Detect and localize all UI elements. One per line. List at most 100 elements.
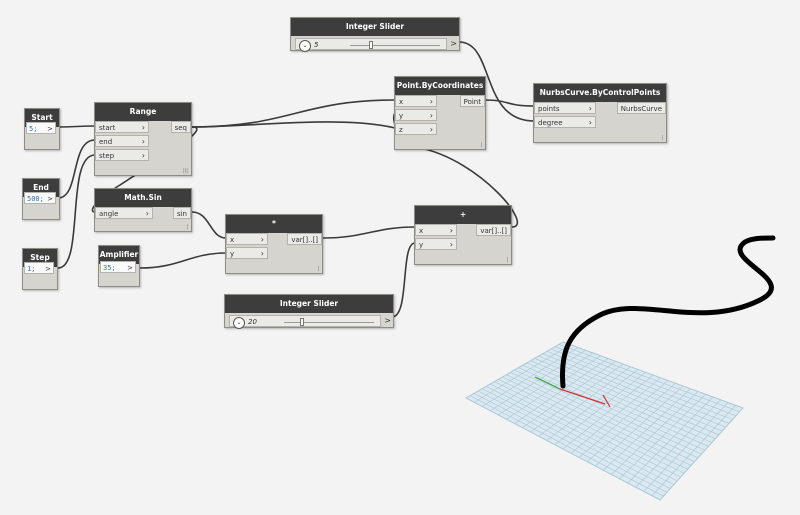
output-port[interactable]: var[]..[] [476, 224, 511, 236]
port-label: x [419, 227, 424, 235]
integer-slider-node[interactable]: Integer Slider ⌄ 5 > [290, 17, 460, 52]
chevron-right-icon: › [141, 137, 145, 146]
start-node[interactable]: Start 5; > [24, 108, 60, 150]
lacing-indicator: ||| [182, 168, 188, 174]
lacing-indicator: | [480, 142, 482, 148]
input-port-points[interactable]: points› [534, 102, 596, 114]
input-port-angle[interactable]: angle › [95, 207, 153, 219]
grid-line [477, 390, 671, 489]
input-port-y[interactable]: y› [395, 109, 437, 121]
node-title: Point.ByCoordinates [395, 77, 485, 95]
wire-slider2-add [391, 242, 416, 318]
chevron-right-icon: › [141, 151, 145, 160]
input-port-degree[interactable]: degree › [534, 116, 596, 128]
slider-thumb[interactable] [300, 318, 304, 326]
output-port-sin[interactable]: sin [172, 207, 191, 219]
chevron-right-icon: › [429, 125, 433, 134]
input-port-z[interactable]: z› [395, 123, 437, 135]
chevron-right-icon: › [588, 118, 592, 127]
wire-point-nurbs [484, 99, 535, 107]
output-port[interactable]: > [47, 195, 53, 203]
wire-slider1-nurbs [458, 41, 535, 122]
port-label: start [99, 124, 116, 132]
grid-line [643, 402, 729, 492]
port-label: x [399, 98, 404, 106]
port-label: end [99, 138, 113, 146]
slider-control[interactable]: ⌄ 20 [229, 315, 381, 329]
output-port[interactable]: > [47, 125, 53, 133]
step-node[interactable]: Step 1; > [22, 248, 58, 290]
wire-range-sin [91, 126, 198, 213]
wire-range-point-z [191, 121, 396, 129]
grid-line [473, 393, 668, 493]
input-port-x[interactable]: x› [415, 224, 457, 236]
code-value: 500; [27, 195, 44, 203]
output-port[interactable]: > [45, 265, 51, 273]
chevron-right-icon: › [260, 235, 264, 244]
port-label: angle [99, 210, 119, 218]
integer-slider-node[interactable]: Integer Slider ⌄ 20 > [224, 294, 394, 329]
output-port[interactable]: > [384, 316, 391, 325]
grid-line [482, 388, 674, 485]
input-port-end[interactable]: end › [95, 135, 149, 147]
amplifier-node[interactable]: Amplifier 35; > [98, 245, 140, 287]
point-by-coordinates-node[interactable]: Point.ByCoordinates x› y› z› Point | [394, 76, 486, 150]
slider-control[interactable]: ⌄ 5 [295, 38, 447, 52]
input-port-start[interactable]: start › [95, 121, 149, 133]
output-port-point[interactable]: Point [459, 95, 485, 107]
input-port-y[interactable]: y› [415, 238, 457, 250]
chevron-right-icon: › [260, 249, 264, 258]
slider-track [350, 45, 440, 46]
port-label: step [99, 152, 115, 160]
input-port-y[interactable]: y› [226, 247, 268, 259]
output-port[interactable]: var[]..[] [287, 233, 322, 245]
slider-track [284, 322, 374, 323]
wire-start-range [57, 125, 96, 128]
chevron-right-icon: › [141, 123, 145, 132]
nurbs-curve-node[interactable]: NurbsCurve.ByControlPoints points› degre… [533, 83, 667, 143]
wire-step-range [57, 154, 96, 269]
code-value: 35; [103, 264, 116, 272]
red-marker [602, 394, 611, 408]
chevron-right-icon: › [429, 97, 433, 106]
chevron-right-icon: › [449, 240, 453, 249]
node-title: Integer Slider [225, 295, 393, 313]
code-field[interactable]: 500; > [24, 192, 56, 204]
code-field[interactable]: 35; > [100, 261, 136, 273]
code-field[interactable]: 5; > [26, 122, 56, 134]
grid-line [469, 395, 664, 497]
input-port-step[interactable]: step › [95, 149, 149, 161]
port-label: y [399, 112, 404, 120]
port-label: x [230, 236, 235, 244]
port-label: degree [538, 119, 563, 127]
output-port-seq[interactable]: seq [170, 121, 191, 133]
node-title: * [226, 215, 322, 233]
input-port-x[interactable]: x› [395, 95, 437, 107]
multiply-node[interactable]: * x› y› var[]..[] | [225, 214, 323, 274]
grid-line [651, 405, 736, 496]
code-field[interactable]: 1; > [24, 262, 54, 274]
node-title: Range [95, 103, 191, 121]
end-node[interactable]: End 500; > [22, 178, 60, 220]
chevron-right-icon: › [145, 209, 149, 218]
code-value: 1; [27, 265, 36, 273]
output-port[interactable]: > [450, 39, 457, 48]
output-port-nurbs[interactable]: NurbsCurve [616, 102, 666, 114]
chevron-down-icon[interactable]: ⌄ [299, 40, 311, 52]
input-port-x[interactable]: x› [226, 233, 268, 245]
wire-end-range [57, 139, 96, 199]
chevron-right-icon: › [429, 111, 433, 120]
wire-amp-mult [139, 252, 227, 269]
output-port[interactable]: > [127, 264, 133, 272]
wire-mult-add [322, 226, 416, 239]
slider-thumb[interactable] [369, 41, 373, 49]
math-sin-node[interactable]: Math.Sin angle› sin | [94, 188, 192, 232]
port-label: y [230, 250, 235, 258]
slider-value: 5 [314, 41, 319, 49]
range-node[interactable]: Range start › end › step › seq ||| [94, 102, 192, 176]
wire-sin-mult [191, 211, 227, 239]
add-node[interactable]: + x› y› var[]..[] | [414, 205, 512, 265]
chevron-down-icon[interactable]: ⌄ [233, 317, 245, 329]
